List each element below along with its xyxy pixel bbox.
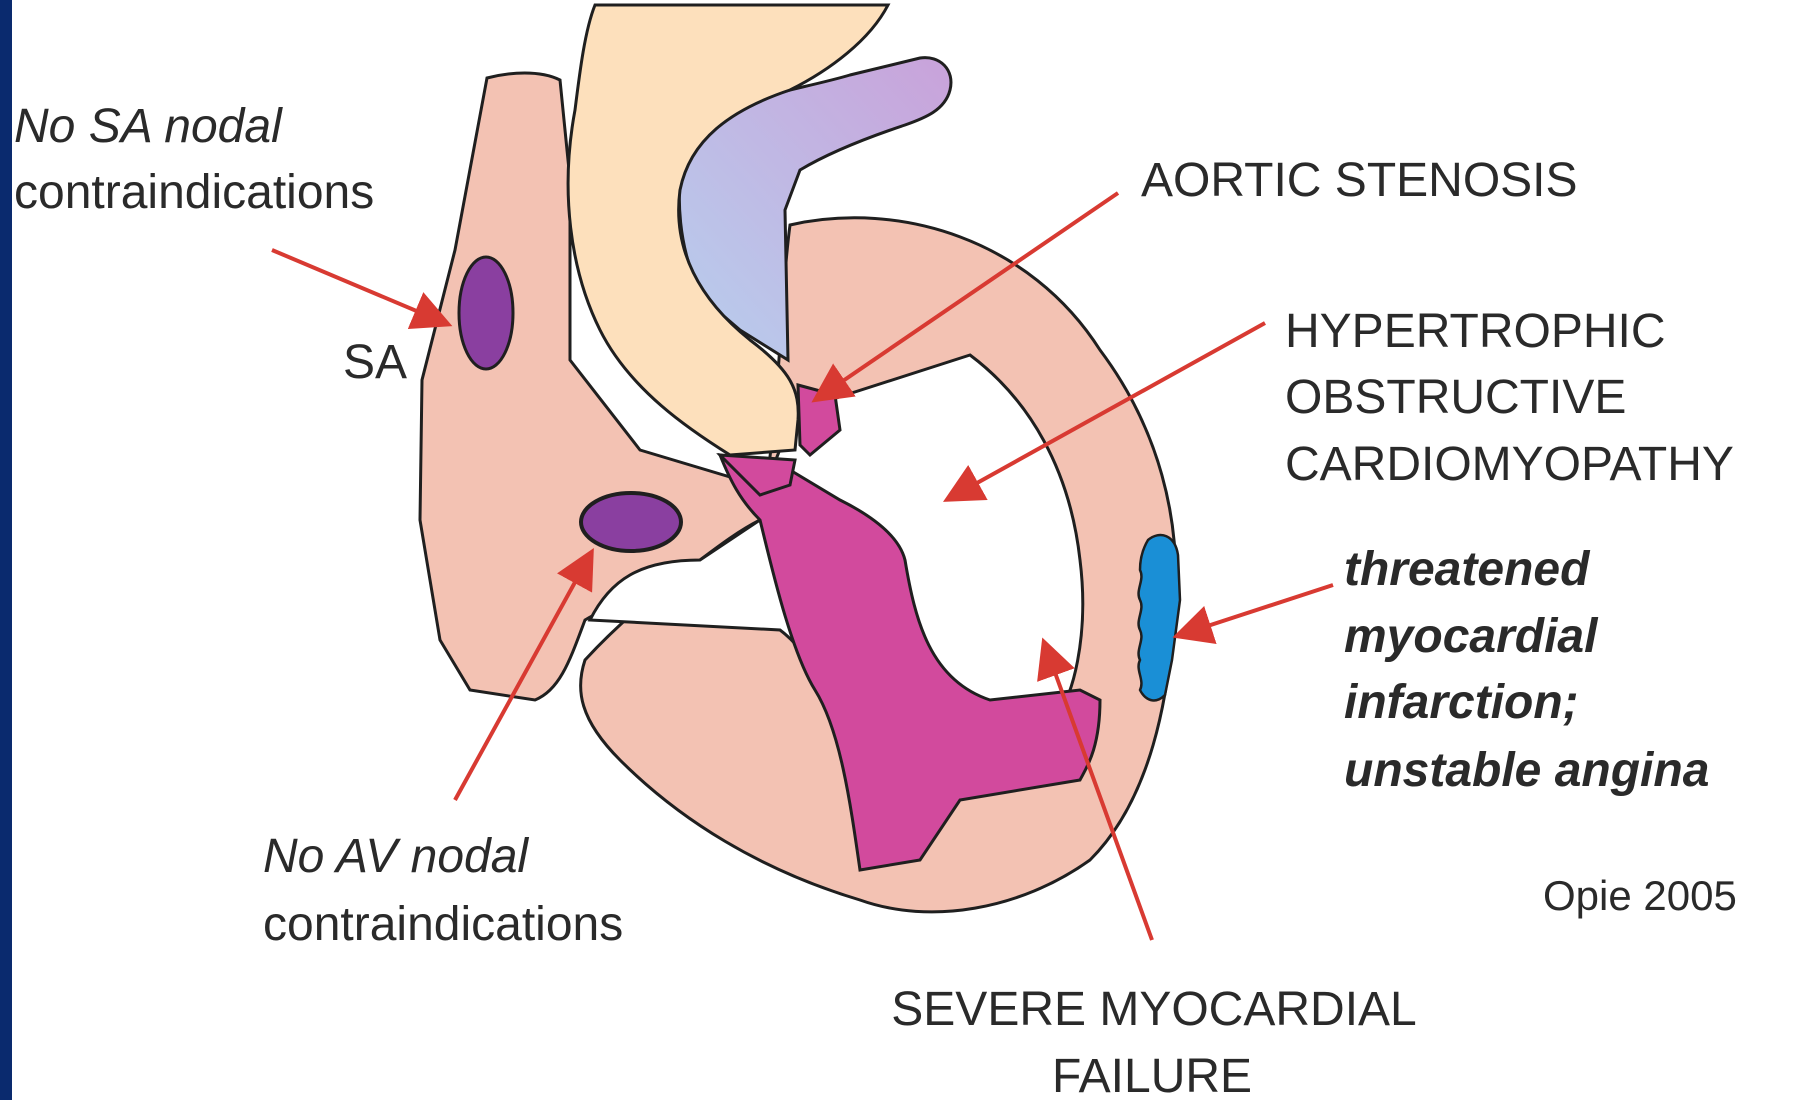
av-contra-line1: No AV nodal xyxy=(263,830,529,883)
diagram-canvas: No SA nodal contraindications SA No AV n… xyxy=(12,0,1806,1100)
credit-label: Opie 2005 xyxy=(1543,872,1737,919)
infarct-area xyxy=(1139,535,1180,700)
mi-line2: myocardial xyxy=(1344,610,1599,663)
sa-node xyxy=(459,257,513,369)
sa-contra-line1: No SA nodal xyxy=(14,100,283,153)
arrow-infarction xyxy=(1180,585,1333,635)
failure-line2: FAILURE xyxy=(1052,1050,1252,1100)
mi-line3: infarction; xyxy=(1344,676,1579,729)
mi-line4: unstable angina xyxy=(1344,744,1709,797)
av-node xyxy=(581,493,681,551)
sa-contra-line2: contraindications xyxy=(14,166,374,219)
hocm-line2: OBSTRUCTIVE xyxy=(1285,371,1626,424)
arrow-to-sa-node xyxy=(272,250,445,323)
hocm-line3: CARDIOMYOPATHY xyxy=(1285,438,1734,491)
aortic-stenosis-label: AORTIC STENOSIS xyxy=(1141,154,1578,207)
failure-line1: SEVERE MYOCARDIAL xyxy=(891,983,1416,1036)
mi-line1: threatened xyxy=(1344,543,1591,596)
sa-node-label: SA xyxy=(343,336,407,389)
heart-diagram: No SA nodal contraindications SA No AV n… xyxy=(12,0,1806,1100)
av-contra-line2: contraindications xyxy=(263,898,623,951)
hocm-line1: HYPERTROPHIC xyxy=(1285,305,1666,358)
